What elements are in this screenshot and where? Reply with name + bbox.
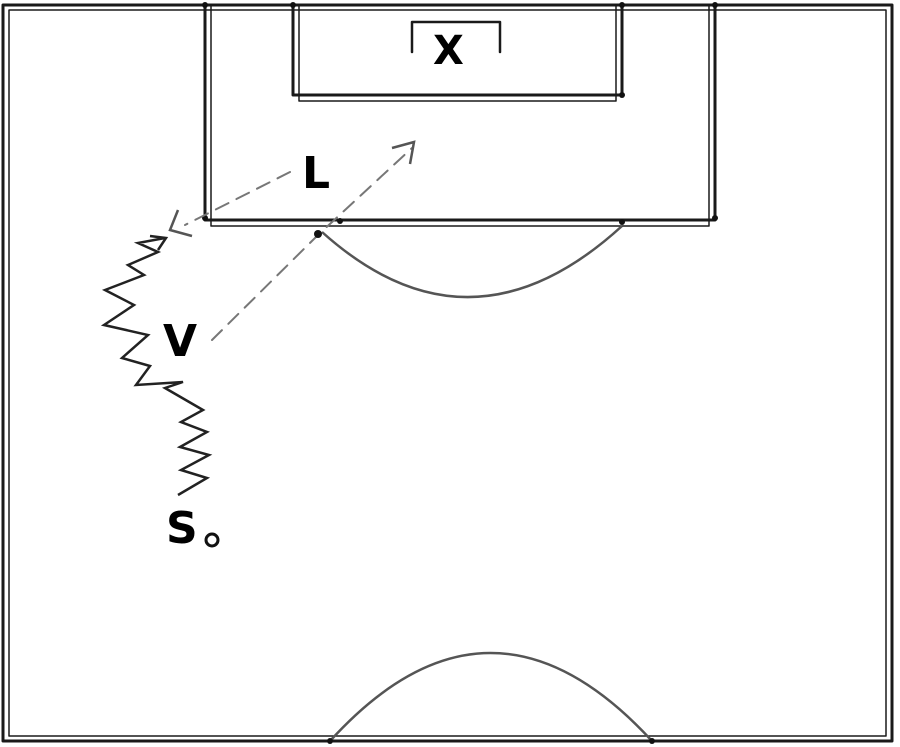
corner-dot xyxy=(290,2,296,8)
junction-dot xyxy=(337,218,343,224)
junction-dot xyxy=(314,230,322,238)
corner-dot xyxy=(712,215,718,221)
corner-dot xyxy=(202,2,208,8)
penalty-arc xyxy=(321,225,623,299)
corner-dot xyxy=(619,92,625,98)
run-arrow-v-head xyxy=(391,140,416,165)
cut-label: V xyxy=(163,316,197,367)
corner-dot xyxy=(712,2,718,8)
goal-area-inner xyxy=(298,4,617,102)
field-inner-border xyxy=(8,9,887,737)
goal-label: X xyxy=(433,28,464,74)
dribble-arrowhead xyxy=(149,234,169,251)
corner-dot xyxy=(327,738,333,744)
center-circle-arc xyxy=(329,651,653,742)
field-outer-border xyxy=(1,3,894,743)
goal-bracket xyxy=(410,20,502,54)
corner-dot xyxy=(619,2,625,8)
dribble-path xyxy=(100,236,213,497)
goal-area xyxy=(291,3,624,97)
pass-label: L xyxy=(302,148,330,199)
pass-arrow-l xyxy=(184,171,291,226)
corner-dot xyxy=(649,738,655,744)
penalty-area xyxy=(203,3,717,222)
penalty-area-inner xyxy=(210,4,710,227)
start-label: S xyxy=(166,503,198,554)
ball-icon xyxy=(204,532,220,548)
pass-arrow-l-head xyxy=(168,209,193,238)
corner-dot xyxy=(619,219,625,225)
